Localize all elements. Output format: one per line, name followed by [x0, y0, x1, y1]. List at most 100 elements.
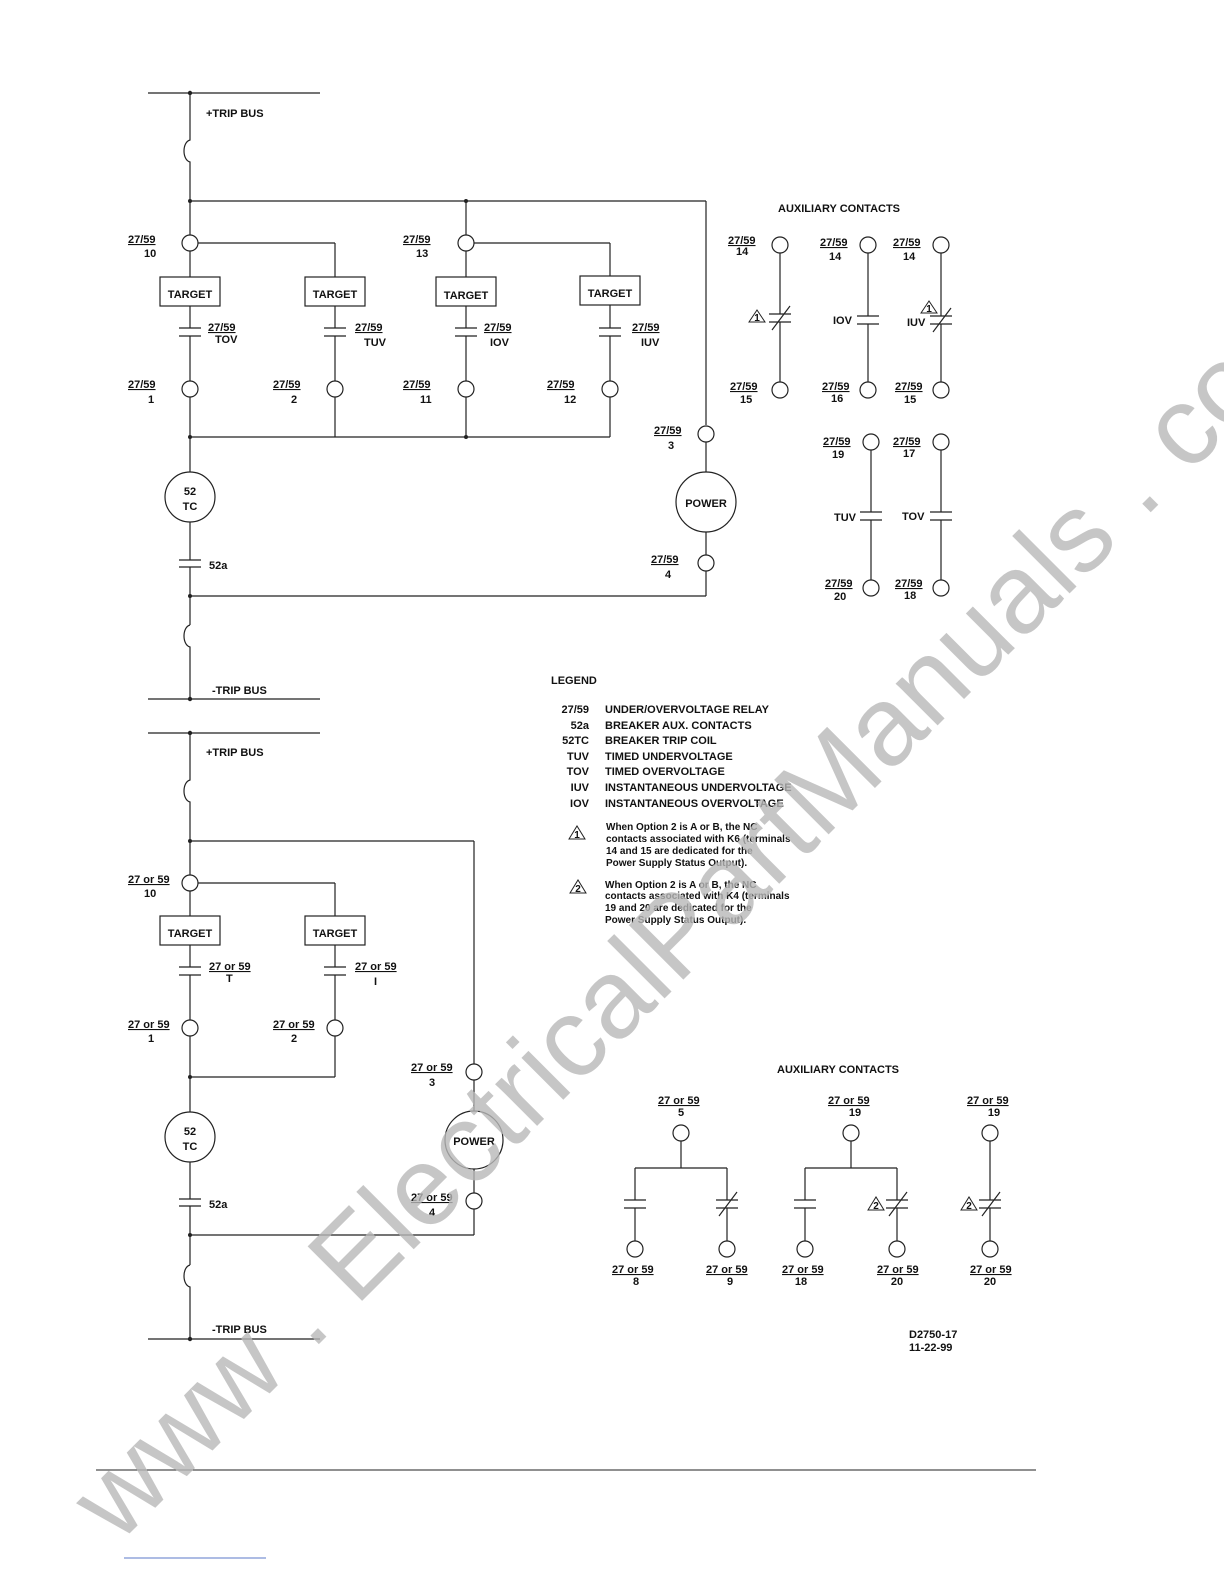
note-line: Power Supply Status Output).: [606, 858, 747, 869]
target-box: [304, 915, 366, 946]
legend-code: 52a: [571, 720, 590, 732]
terminal-label: 2: [291, 1033, 297, 1045]
coil-label: TC: [183, 1141, 198, 1153]
terminal-18: [932, 579, 950, 597]
relay-label: 27/59: [208, 322, 236, 334]
contact-label: T: [226, 973, 233, 985]
relay-label: 27/59: [355, 322, 383, 334]
note-line: 19 and 20 are dedicated for the: [605, 903, 752, 914]
note-line: When Option 2 is A or B, the NC: [605, 880, 756, 891]
fuse-top: [183, 93, 191, 201]
contact-label: IUV: [907, 317, 926, 329]
terminal-label: 16: [831, 393, 843, 405]
legend-code: IOV: [570, 798, 590, 810]
note-line: contacts associated with K4 (terminals: [605, 891, 790, 902]
relay-label: 27/59: [820, 237, 848, 249]
terminal-label: 14: [736, 246, 749, 258]
legend-desc: INSTANTANEOUS UNDERVOLTAGE: [605, 782, 792, 794]
note-2-triangle-icon: [867, 1196, 885, 1211]
terminal-label: 1: [148, 394, 154, 406]
terminal-label: 2: [291, 394, 297, 406]
legend-desc: INSTANTANEOUS OVERVOLTAGE: [605, 798, 784, 810]
bottom-schematic: +TRIP BUS 27 or 59 10 TARGET 27 or 59 T …: [128, 730, 504, 1342]
relay-label: 27/59: [128, 379, 156, 391]
coil-label: 52: [184, 486, 196, 498]
target-box: [579, 275, 641, 306]
relay-label: 27 or 59: [128, 874, 170, 886]
legend-desc: TIMED UNDERVOLTAGE: [605, 751, 733, 763]
terminal-label: 20: [984, 1276, 996, 1288]
trip-bus-positive-label: +TRIP BUS: [206, 747, 264, 759]
terminal-label: 19: [849, 1107, 861, 1119]
legend-code: IUV: [571, 782, 590, 794]
terminal-label: 9: [727, 1276, 733, 1288]
top-schematic: +TRIP BUS 27/59 10 TARGET 27/59 TOV 27/5…: [128, 90, 737, 702]
relay-label: 27/59: [651, 554, 679, 566]
relay-label: 27/59: [825, 578, 853, 590]
aux-contact-label: 52a: [209, 1199, 228, 1211]
note-1-triangle-icon: [920, 300, 938, 314]
aux-contacts-title: AUXILIARY CONTACTS: [778, 203, 900, 215]
terminal-label: 3: [429, 1077, 435, 1089]
note-1-triangle-icon: [748, 309, 766, 323]
legend: LEGEND 27/59 UNDER/OVERVOLTAGE RELAY 52a…: [551, 675, 792, 926]
relay-label: 27/59: [403, 234, 431, 246]
terminal-16: [859, 381, 877, 399]
drawing-number: D2750-17: [909, 1329, 957, 1341]
terminal-label: 12: [564, 394, 576, 406]
terminal-15: [771, 381, 789, 399]
legend-code: TOV: [567, 766, 590, 778]
relay-label: 27 or 59: [273, 1019, 315, 1031]
relay-label: 27/59: [895, 381, 923, 393]
relay-label: 27/59: [893, 436, 921, 448]
relay-label: 27 or 59: [782, 1264, 824, 1276]
legend-code: 27/59: [561, 704, 589, 716]
trip-bus-positive-label: +TRIP BUS: [206, 108, 264, 120]
relay-label: 27 or 59: [612, 1264, 654, 1276]
terminal-label: 13: [416, 248, 428, 260]
note-mark: 1: [754, 313, 760, 324]
terminal-label: 4: [429, 1207, 436, 1219]
legend-title: LEGEND: [551, 675, 597, 687]
terminal-label: 14: [903, 251, 916, 263]
legend-code: 52TC: [562, 735, 589, 747]
terminal-label: 18: [904, 590, 916, 602]
terminal-10: [181, 234, 199, 252]
terminal-10: [181, 874, 199, 892]
contact-label: IUV: [641, 337, 660, 349]
relay-label: 27/59: [728, 235, 756, 247]
terminal-label: 19: [832, 449, 844, 461]
relay-label: 27 or 59: [828, 1095, 870, 1107]
terminal-1: [181, 1019, 199, 1037]
trip-bus-negative-label: -TRIP BUS: [212, 685, 267, 697]
aux-contacts-title: AUXILIARY CONTACTS: [777, 1064, 899, 1076]
terminal-13: [457, 234, 475, 252]
terminal-label: 3: [668, 440, 674, 452]
terminal-2: [326, 1019, 344, 1037]
contact-label: IOV: [833, 315, 853, 327]
terminal-4: [697, 554, 715, 572]
contact-label: IOV: [490, 337, 510, 349]
legend-code: TUV: [567, 751, 590, 763]
note-mark: 2: [873, 1201, 879, 1212]
terminal-label: 11: [420, 394, 432, 406]
note-line: When Option 2 is A or B, the NC: [606, 822, 757, 833]
note-mark: 1: [574, 830, 580, 841]
trip-bus-negative-label: -TRIP BUS: [212, 1324, 267, 1336]
terminal-18: [796, 1240, 814, 1258]
fuse-bottom: [183, 1264, 191, 1339]
note-2-triangle-icon: [569, 879, 587, 894]
target-label: TARGET: [313, 289, 358, 301]
contact-label: TOV: [902, 511, 925, 523]
power-label: POWER: [453, 1136, 495, 1148]
relay-label: 27/59: [654, 425, 682, 437]
target-box: [304, 276, 366, 307]
terminal-20: [862, 579, 880, 597]
terminal-label: 17: [903, 448, 915, 460]
terminal-2: [326, 380, 344, 398]
contact-label: I: [374, 976, 377, 988]
relay-label: 27 or 59: [128, 1019, 170, 1031]
terminal-14: [859, 236, 877, 254]
relay-label: 27/59: [822, 381, 850, 393]
power-label: POWER: [685, 498, 727, 510]
